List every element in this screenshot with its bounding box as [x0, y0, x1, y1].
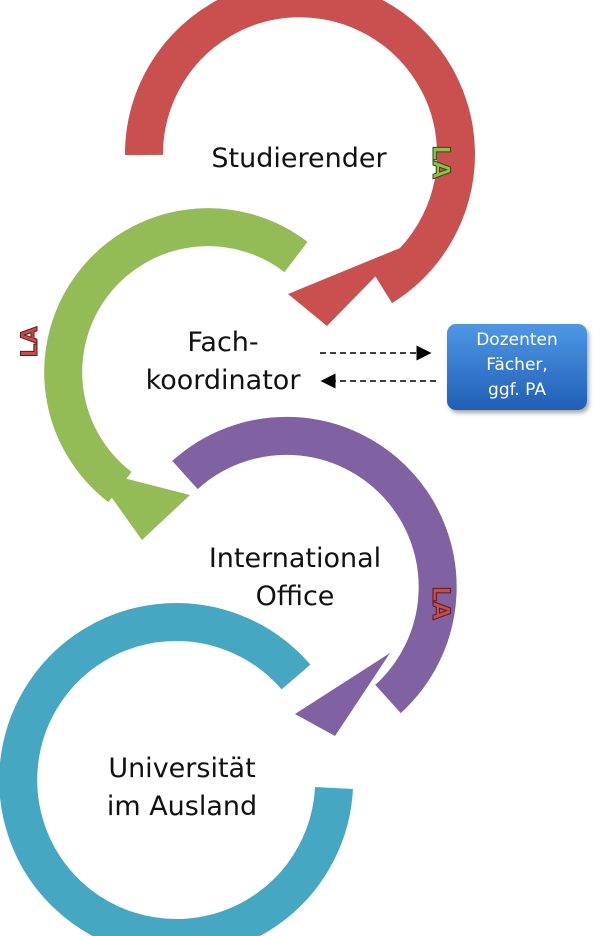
dozenten-box-line3: ggf. PA: [488, 380, 546, 400]
arrow-ring-studierender: [124, 0, 475, 326]
node-universitaet-line2: im Ausland: [106, 791, 258, 822]
la-badge-1: LA: [427, 145, 456, 180]
arrow-ring-fachkoordinator: [44, 208, 308, 540]
node-international-office-line1: International: [208, 543, 382, 574]
svg-text:LA: LA: [427, 145, 455, 179]
svg-text:LA: LA: [18, 326, 43, 357]
node-international-office-line2: Office: [255, 581, 335, 612]
node-universitaet-line1: Universität: [108, 753, 256, 784]
ring-universitaet: [0, 603, 353, 936]
node-fachkoordinator-line1: Fach-: [187, 327, 259, 358]
dozenten-box-line2: Fächer,: [486, 355, 548, 375]
la-badge-2: LA: [18, 326, 44, 358]
node-studierender: Studierender: [193, 140, 405, 178]
dozenten-box: Dozenten Fächer, ggf. PA: [447, 324, 587, 410]
node-fachkoordinator-line2: koordinator: [145, 365, 301, 396]
node-studierender-label: Studierender: [211, 143, 387, 174]
node-universitaet: Universität im Ausland: [82, 750, 282, 826]
arrow-ring-international-office: [172, 416, 457, 736]
la-badge-3: LA: [427, 586, 456, 621]
node-international-office: International Office: [180, 540, 410, 616]
dozenten-box-line1: Dozenten: [476, 330, 558, 350]
node-fachkoordinator: Fach- koordinator: [138, 324, 308, 400]
svg-text:LA: LA: [427, 586, 455, 620]
